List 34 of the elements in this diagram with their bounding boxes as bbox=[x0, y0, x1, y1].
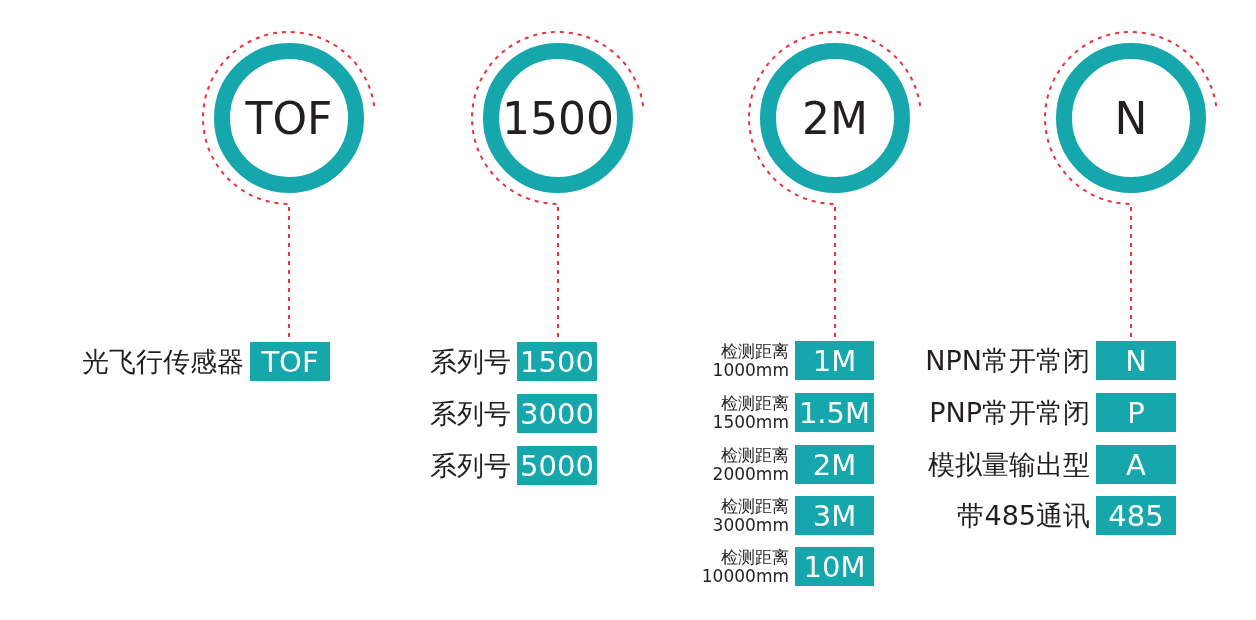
code-tag: 10M bbox=[795, 547, 874, 586]
option-description: 光飞行传感器 bbox=[82, 344, 244, 379]
code-tag: N bbox=[1096, 341, 1176, 380]
ring-badge bbox=[1042, 29, 1220, 207]
code-tag: 3000 bbox=[517, 394, 597, 433]
ring-badge bbox=[469, 29, 647, 207]
code-tag: A bbox=[1096, 445, 1176, 484]
code-tag: 3M bbox=[795, 496, 874, 535]
option-description: 模拟量输出型 bbox=[928, 447, 1090, 482]
option-description: 系列号 bbox=[430, 448, 511, 483]
ring-badge bbox=[200, 29, 378, 207]
code-tag: 2M bbox=[795, 445, 874, 484]
code-label: 2M bbox=[802, 92, 868, 144]
code-tag: TOF bbox=[250, 342, 330, 381]
option-description: 检测距离 10000mm bbox=[701, 547, 789, 586]
option-description: 检测距离 1500mm bbox=[712, 393, 789, 432]
code-label: 1500 bbox=[502, 92, 614, 144]
option-description: 检测距离 3000mm bbox=[712, 496, 789, 535]
option-description: 检测距离 2000mm bbox=[712, 445, 789, 484]
code-tag: 1M bbox=[795, 341, 874, 380]
code-tag: 1.5M bbox=[795, 393, 874, 432]
code-tag: P bbox=[1096, 393, 1176, 432]
option-description: 检测距离 1000mm bbox=[712, 341, 789, 380]
ring-badge bbox=[746, 29, 924, 207]
option-description: 系列号 bbox=[430, 344, 511, 379]
option-description: 系列号 bbox=[430, 396, 511, 431]
option-description: NPN常开常闭 bbox=[925, 343, 1090, 378]
option-description: 带485通讯 bbox=[957, 498, 1090, 533]
code-tag: 485 bbox=[1096, 496, 1176, 535]
code-tag: 1500 bbox=[517, 342, 597, 381]
option-description: PNP常开常闭 bbox=[929, 395, 1090, 430]
code-label: TOF bbox=[245, 92, 333, 144]
code-label: N bbox=[1114, 92, 1148, 144]
code-tag: 5000 bbox=[517, 446, 597, 485]
